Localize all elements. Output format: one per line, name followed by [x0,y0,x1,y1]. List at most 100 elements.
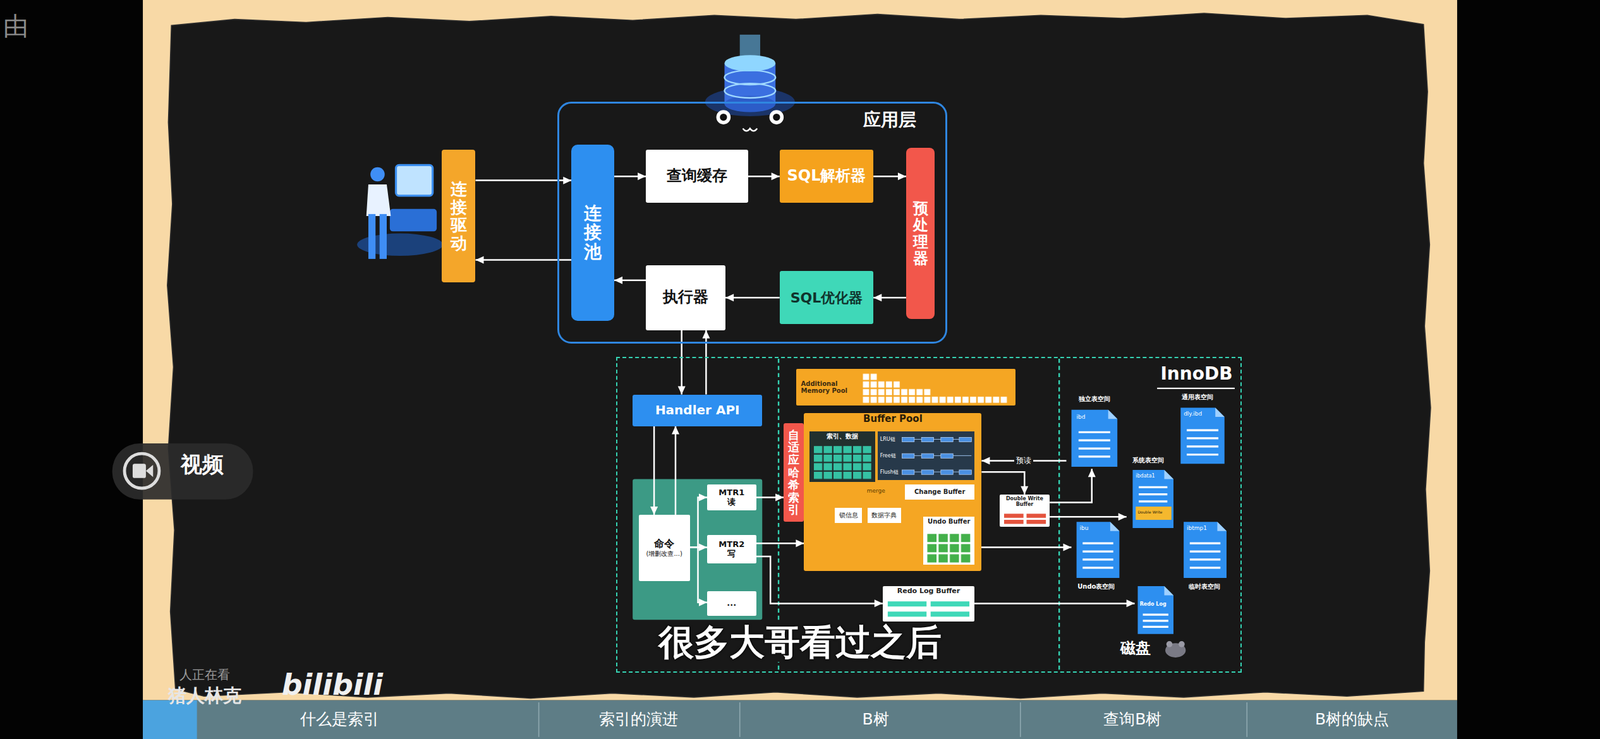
box-label: 数据字典 [871,511,897,520]
edge-label: 预读 [1014,456,1034,466]
arrow-head [678,386,686,395]
art-rect [921,437,934,442]
box-label: 连接驱动 [450,180,467,253]
arrow-head [475,256,484,265]
art-path [1186,430,1219,455]
subtitle: 很多大哥看过之后 [653,623,947,663]
art-path [1108,410,1118,420]
art-rect [901,437,914,442]
mtr-box: MTR1读 [707,484,757,512]
box-sublabel: 读 [727,497,736,508]
cut-off-glyph: 由 [3,12,29,40]
arrow-head [725,293,734,302]
box-label: SQL解析器 [786,167,866,186]
mtr-box: ... [707,591,757,617]
box-label: 执行器 [662,288,709,307]
arrow-head [698,494,708,502]
arrow-head [1020,486,1029,495]
art-path [366,184,392,217]
art-path [1132,470,1174,529]
command-box: 命令(增删改查...) [638,515,691,582]
arrow-head [1088,468,1096,478]
video-badge [112,443,254,500]
art-rect [930,611,970,617]
art-path [539,702,1248,738]
connector [614,172,646,181]
art-rect [887,611,927,617]
art-path [1138,487,1168,502]
connector [1049,513,1127,521]
box-label: 通用表空间 [1181,393,1214,402]
user-figure [357,164,443,259]
art-rect [389,209,437,232]
art-path [1163,586,1174,596]
arrow-head [563,176,572,185]
art-rect [931,396,1008,404]
connector [974,544,1072,552]
connector [690,547,708,607]
mtr-box: MTR2写 [707,535,757,564]
disk-label: 磁盘 [1120,640,1151,657]
database-icon [705,34,795,132]
arrow-head [614,276,623,285]
art-rect [940,437,953,442]
chapter-tab: B树的缺点 [1315,710,1389,729]
connector [748,172,780,181]
connector [756,494,785,502]
arrow-head [671,426,680,435]
art-path [1215,408,1225,418]
art-path [1217,521,1227,532]
connector [690,494,708,548]
art-rect [813,445,873,480]
art-rect [142,700,1458,739]
tablespace-file: ibuUndo表空间 [1071,518,1127,596]
box-label: MTR2 [718,540,745,550]
process-box: 预处理器 [906,147,935,320]
video-badge-text: 视频 [180,453,224,477]
hash-index-box: 自适应哈希索引 [783,423,804,523]
art-line [1058,358,1060,672]
art-rect [940,470,953,475]
connector [981,472,1029,495]
box-label: 查询缓存 [666,167,728,186]
connector-line [680,330,683,395]
box-sublabel: ibdata1 [1135,473,1155,479]
art-rect [877,381,901,404]
tablespace-file: 通用表空间dly.ibd [1179,391,1235,467]
art-polygon [145,465,153,478]
box-label: InnoDB [1160,363,1233,385]
art-rect [887,601,927,607]
arrow-head [1118,513,1127,521]
connector [671,426,680,516]
arrow-head [1063,544,1072,552]
connector [702,330,710,395]
arrow-head [698,599,708,607]
tablespace-file: 独立表空间ibd [1066,393,1126,469]
art-circle [370,167,385,182]
box-label: ibu [1079,525,1089,532]
box-label: ... [726,599,737,609]
art-rect [1026,520,1046,524]
doublewrite-bars [1004,513,1046,524]
box-label: Additional Memory Pool [801,380,858,395]
connector-line [690,497,708,548]
art-ellipse [724,54,776,72]
art-rect [926,533,972,564]
art-ellipse [724,83,776,98]
arrow-head [698,544,708,552]
viewer-count: 人正在看 [179,667,231,682]
art-circle [1178,641,1185,648]
box-sublabel: Double Write [1137,510,1163,516]
arrow-head [873,293,882,302]
connector [614,276,646,285]
art-path [1110,521,1120,532]
art-path [743,128,758,131]
box-label: 索引、数据 [826,432,859,441]
art-ellipse [724,70,776,85]
art-rect [940,453,953,459]
box-label: 应用层 [863,109,917,131]
connector-line [674,426,677,516]
box-label: Redo Log [1139,601,1167,608]
art-rect [1135,506,1172,521]
